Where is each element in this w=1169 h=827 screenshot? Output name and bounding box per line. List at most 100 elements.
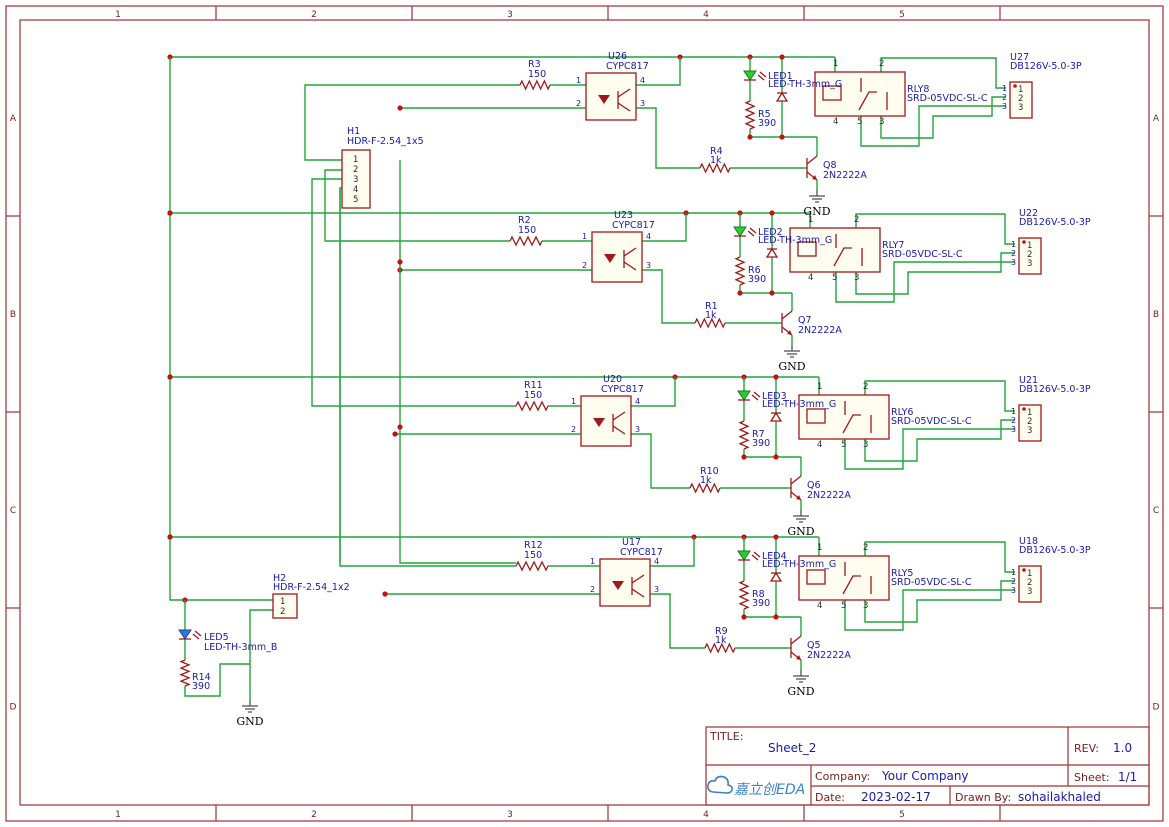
status-led-ref: LED4 [762, 551, 787, 562]
relay-coil [806, 569, 826, 585]
led-rays [747, 227, 757, 237]
input-resistor-ref: R3 [528, 59, 541, 70]
relay-pin-5: 5 [832, 273, 837, 283]
drawn-by-label: Drawn By: [955, 791, 1011, 804]
wire-segment [743, 609, 801, 618]
gnd-label: GND [236, 715, 263, 728]
terminal-pin: 2 [1027, 417, 1032, 427]
terminal-block [1018, 237, 1042, 275]
terminal-pin: 1 [1018, 85, 1023, 95]
terminal-pin-num: 2 [1011, 249, 1016, 258]
relay-pin-1: 1 [817, 543, 822, 553]
company-label: Company: [815, 770, 870, 783]
rev-value: 1.0 [1113, 741, 1132, 755]
relay-pin-3: 3 [854, 273, 859, 283]
transistor-value: 2N2222A [807, 490, 851, 501]
relay-pin-2: 2 [854, 215, 859, 225]
led-body [733, 226, 747, 237]
header-h2 [272, 593, 298, 619]
zone-ticks [6, 6, 1163, 821]
terminal-pin: 2 [1018, 94, 1023, 104]
flyback-diode [769, 571, 783, 582]
wire-segment [864, 580, 1015, 623]
power-led-ref: LED5 [204, 632, 229, 643]
relay-pin-4: 4 [817, 601, 822, 611]
transistor-value: 2N2222A [823, 170, 867, 181]
opto-pin-1: 1 [582, 232, 587, 241]
base-resistor-value: 1k [705, 310, 717, 321]
relay-pin-1: 1 [808, 215, 813, 225]
optocoupler [585, 72, 637, 121]
opto-pin-1: 1 [571, 397, 576, 406]
relay-pin-2: 2 [863, 543, 868, 553]
relay-pin-4: 4 [833, 117, 838, 127]
zone-col-label-bottom: 4 [703, 810, 709, 820]
transistor-arrow [796, 655, 801, 660]
opto-pin-4: 4 [640, 76, 645, 85]
terminal-pin: 2 [1027, 578, 1032, 588]
led-body [743, 70, 757, 81]
transistor-arrow [796, 495, 801, 500]
zone-col-label-bottom: 5 [899, 810, 905, 820]
junction-dot [769, 290, 775, 296]
opto-pin-2: 2 [590, 585, 595, 594]
resistor [694, 317, 726, 329]
header-h2-pin: 1 [280, 597, 285, 607]
led-rays [751, 551, 761, 561]
transistor-ref: Q6 [807, 480, 821, 491]
wire-segment [311, 178, 516, 407]
wire-segment [844, 428, 1015, 470]
opto-transistor-legs [623, 247, 637, 271]
terminal-pin: 3 [1027, 426, 1032, 436]
relay-pin-2: 2 [863, 382, 868, 392]
transistor-arrow [812, 175, 817, 180]
resistor [734, 256, 746, 286]
zone-col-label-top: 1 [115, 10, 121, 20]
relay-value: SRD-05VDC-SL-C [891, 577, 972, 588]
title-block: TITLE: Sheet_2 REV: 1.0 Company: Your Co… [705, 726, 1150, 806]
zone-row-label-left: C [10, 506, 16, 516]
terminal-pin-num: 2 [1011, 577, 1016, 586]
wire-segment [650, 537, 695, 567]
zone-col-label-bottom: 1 [115, 810, 121, 820]
wire-segment [864, 419, 1015, 462]
terminal-pin: 2 [1027, 250, 1032, 260]
opto-led [604, 254, 616, 263]
base-resistor-value: 1k [715, 635, 727, 646]
zone-row-label-left: B [10, 310, 16, 320]
junction-dot [773, 374, 779, 380]
resistor [704, 642, 736, 654]
wire-segment [636, 107, 700, 169]
terminal-pin-num: 3 [1011, 258, 1016, 267]
opto-pin-1: 1 [576, 76, 581, 85]
terminal-pin1-mark [1022, 407, 1026, 411]
junction-dot [773, 614, 779, 620]
optocoupler [591, 231, 643, 283]
wire-segment [642, 213, 687, 242]
terminal-block [1018, 565, 1042, 603]
terminal-pin-num: 1 [1011, 407, 1016, 416]
relay-pin-4: 4 [817, 440, 822, 450]
opto-pin-2: 2 [576, 99, 581, 108]
junction-dot [382, 591, 388, 597]
status-led-ref: LED1 [768, 71, 793, 82]
header-h1 [341, 149, 371, 209]
terminal-pin-num: 1 [1011, 568, 1016, 577]
junction-dot [779, 54, 785, 60]
base-resistor-ref: R4 [710, 146, 723, 157]
terminal-pin-num: 3 [1011, 586, 1016, 595]
header-h1-pin: 1 [353, 155, 358, 165]
relay-ref: RLY5 [891, 568, 913, 579]
header-h1-pin: 4 [353, 185, 358, 195]
relay-pin-3: 3 [879, 117, 884, 127]
junction-dot [741, 454, 747, 460]
base-resistor-ref: R1 [705, 301, 718, 312]
sheet-value: 1/1 [1118, 770, 1137, 784]
terminal-pin-num: 1 [1011, 240, 1016, 249]
led-resistor-ref: R5 [758, 109, 771, 120]
opto-transistor-legs [631, 574, 645, 598]
wire-segment [631, 433, 690, 489]
terminal-value: DB126V-5.0-3P [1019, 384, 1091, 395]
zone-col-label-bottom: 3 [507, 810, 513, 820]
